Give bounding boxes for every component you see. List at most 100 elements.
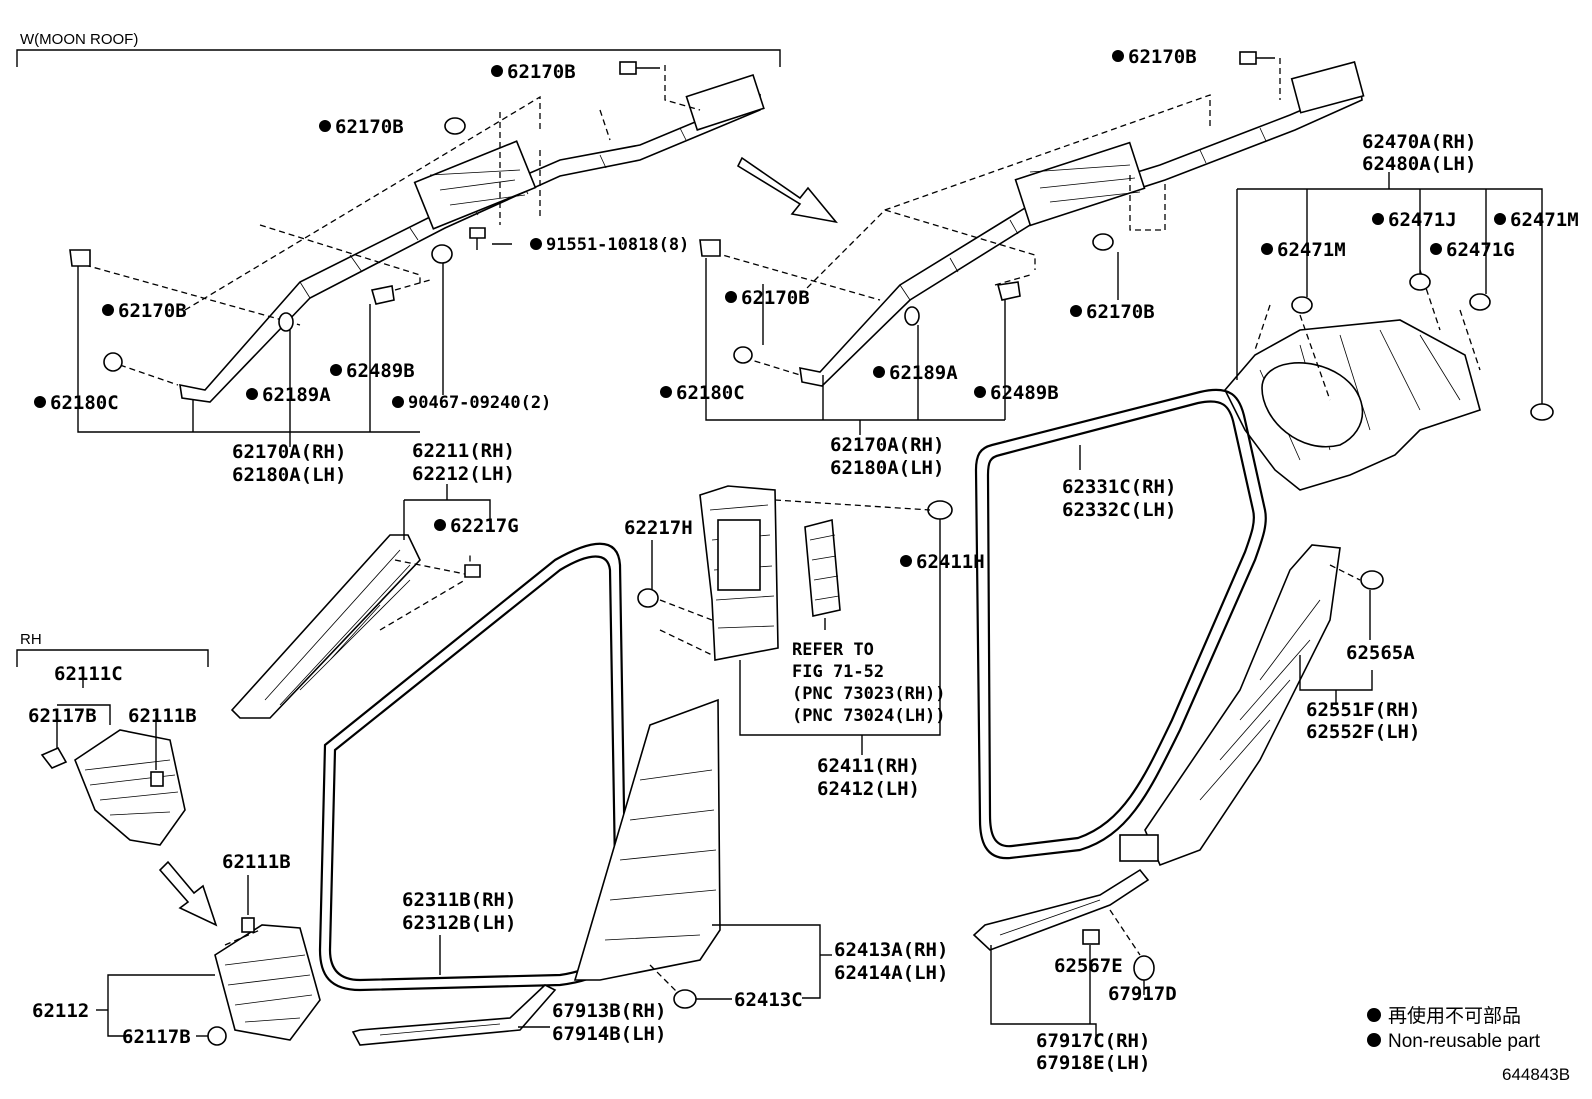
seat-belt-anchor-cover: [804, 518, 841, 617]
label-67913B: 67913B(RH): [552, 1000, 666, 1022]
label-90467: 90467-09240(2): [408, 393, 551, 413]
label-62471J: 62471J: [1388, 209, 1457, 231]
clip-62471M-b: [1530, 403, 1554, 421]
label-67917D: 67917D: [1108, 983, 1177, 1005]
rh-header: RH: [20, 631, 42, 648]
label-62117B-b: 62117B: [122, 1026, 191, 1048]
front-door-scuff-plate: [351, 984, 557, 1046]
clip-62189A-left: [278, 312, 294, 332]
legend-en: Non-reusable part: [1388, 1031, 1541, 1052]
rear-door-scuff-plate: [972, 868, 1150, 951]
label-62471M-a: 62471M: [1510, 209, 1579, 231]
label-62170B-mid: 62170B: [741, 287, 810, 309]
clip-62189A-mid: [904, 306, 920, 326]
direction-arrow-top: [736, 156, 839, 224]
label-62180C-left: 62180C: [50, 392, 119, 414]
clip-62170B-c: [103, 352, 123, 372]
rh-bracket: [16, 649, 209, 667]
label-62567E: 62567E: [1054, 955, 1123, 977]
label-refer-1: REFER TO: [792, 640, 874, 660]
clip-62170B-a: [619, 61, 660, 75]
clip-62565A: [1360, 570, 1384, 590]
clip-62489B-mid: [996, 281, 1021, 301]
label-62411H: 62411H: [916, 551, 985, 573]
label-62180C-mid: 62180C: [676, 382, 745, 404]
label-62480A: 62480A(LH): [1362, 153, 1476, 175]
clip-62217G: [464, 564, 481, 578]
label-62489B-mid: 62489B: [990, 382, 1059, 404]
clip-62170B-mid-right: [1092, 233, 1114, 251]
label-62489B-left: 62489B: [346, 360, 415, 382]
label-62412: 62412(LH): [817, 778, 920, 800]
rear-door-opening-weatherstrip: [974, 388, 1267, 860]
label-62311B: 62311B(RH): [402, 889, 516, 911]
clip-62111B-a: [150, 771, 164, 787]
clip-62411H: [927, 500, 953, 520]
center-pillar-lower-garnish: [573, 698, 721, 996]
clip-62217H: [637, 588, 659, 608]
clip-62170B-b: [444, 117, 466, 135]
label-62217H: 62217H: [624, 517, 693, 539]
label-62565A: 62565A: [1346, 642, 1415, 664]
clip-62117B-a: [40, 746, 68, 769]
label-62211: 62211(RH): [412, 440, 515, 462]
cowl-side-trim-lower: [214, 924, 321, 1041]
clip-62489B-left: [370, 285, 395, 305]
figure-code: 644843B: [1502, 1065, 1570, 1084]
label-refer-4: (PNC 73024(LH)): [792, 706, 946, 726]
cowl-side-trim-upper: [74, 729, 186, 846]
direction-arrow-bottom-left: [158, 860, 218, 927]
clip-90467: [431, 244, 453, 264]
legend-jp: 再使用不可部品: [1388, 1005, 1521, 1027]
clip-62117B-b: [207, 1026, 227, 1046]
label-62312B: 62312B(LH): [402, 912, 516, 934]
bolt-91551: [469, 227, 512, 250]
label-62552F: 62552F(LH): [1306, 721, 1420, 743]
clip-62471M-a: [1291, 296, 1313, 314]
moon-roof-bracket: [16, 49, 781, 67]
label-62170A-rh-left: 62170A(RH): [232, 441, 346, 463]
label-62111C: 62111C: [54, 663, 123, 685]
label-62189A-mid: 62189A: [889, 362, 958, 384]
clip-62111B-b: [241, 917, 255, 933]
clip-62180C-mid: [699, 239, 721, 257]
label-62331C: 62331C(RH): [1062, 476, 1176, 498]
label-refer-2: FIG 71-52: [792, 662, 884, 682]
label-62170B-left: 62170B: [118, 300, 187, 322]
label-62111B-a: 62111B: [128, 705, 197, 727]
quarter-trim-panel: [1224, 269, 1481, 491]
label-62112: 62112: [32, 1000, 89, 1022]
legend: 再使用不可部品 Non-reusable part: [1367, 1005, 1541, 1052]
label-62217G: 62217G: [450, 515, 519, 537]
label-62170A-rh-mid: 62170A(RH): [830, 434, 944, 456]
label-62180A-lh-left: 62180A(LH): [232, 464, 346, 486]
label-62470A: 62470A(RH): [1362, 131, 1476, 153]
label-91551: 91551-10818(8): [546, 235, 689, 255]
label-62413C: 62413C: [734, 989, 803, 1011]
rear-quarter-lower-trim: [1119, 544, 1341, 867]
label-62111B-b: 62111B: [222, 851, 291, 873]
label-62170B-upper-left: 62170B: [335, 116, 404, 138]
clip-62180C-left: [69, 249, 91, 267]
roof-side-rail-right-assembly: [704, 58, 1365, 387]
label-62117B-a: 62117B: [28, 705, 97, 727]
clip-67917D: [1133, 955, 1155, 981]
label-62170B-top-right: 62170B: [1128, 46, 1197, 68]
clip-62413C: [673, 989, 697, 1009]
clip-62471G: [1469, 293, 1491, 311]
label-refer-3: (PNC 73023(RH)): [792, 684, 946, 704]
label-62189A-left: 62189A: [262, 384, 331, 406]
label-62551F: 62551F(RH): [1306, 699, 1420, 721]
label-62170B-mid-right: 62170B: [1086, 301, 1155, 323]
label-67917C: 67917C(RH): [1036, 1030, 1150, 1052]
front-pillar-garnish: [230, 534, 471, 719]
clip-62567E: [1082, 929, 1100, 945]
clip-62170B-mid: [733, 346, 753, 364]
label-62471M-b: 62471M: [1277, 239, 1346, 261]
center-pillar-upper-garnish: [699, 485, 779, 661]
roof-side-rail-left-assembly: [84, 65, 765, 403]
moon-roof-header: W(MOON ROOF): [20, 31, 138, 48]
label-62411: 62411(RH): [817, 755, 920, 777]
label-62180A-lh-mid: 62180A(LH): [830, 457, 944, 479]
